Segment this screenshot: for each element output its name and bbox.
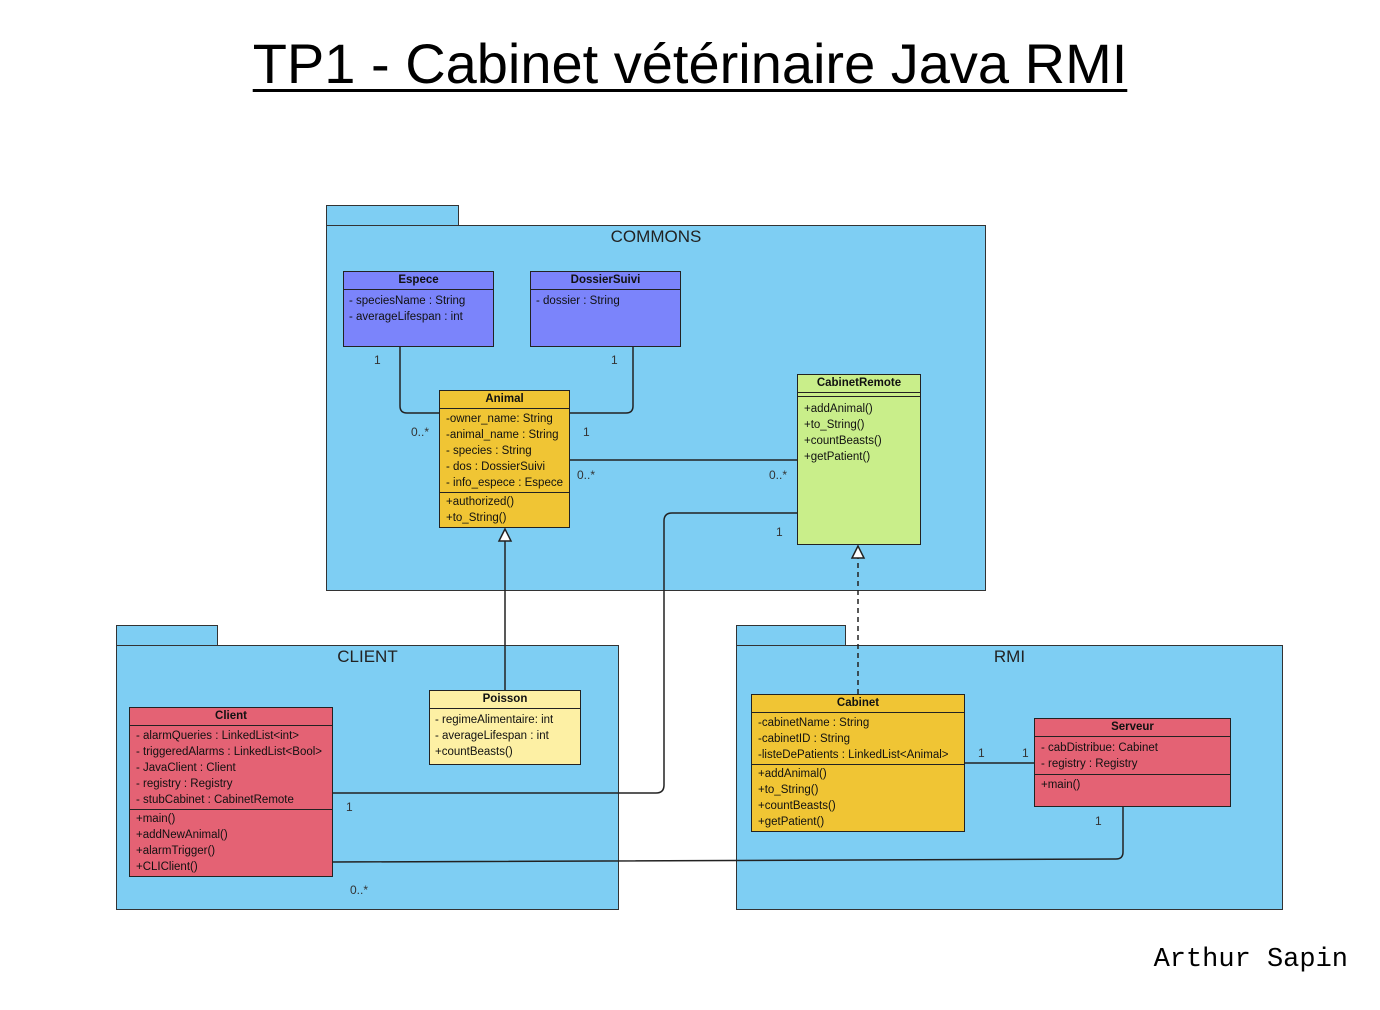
package-name-commons: COMMONS [610,227,702,246]
class-name: CabinetRemote [798,375,920,393]
method: +countBeasts() [758,800,836,812]
assoc-client-serveur [332,807,1124,863]
class-name: DossierSuivi [531,272,680,290]
attribute: - triggeredAlarms : LinkedList<Bool> [136,746,323,758]
class-animal: Animal -owner_name: String -animal_name … [439,390,570,528]
method: +main() [1041,779,1081,791]
attribute: - dossier : String [536,295,620,307]
attribute: - stubCabinet : CabinetRemote [136,794,294,806]
multiplicity: 0..* [769,468,788,482]
assoc-espece-animal [399,346,440,414]
attribute: -cabinetID : String [758,733,851,745]
class-name: Serveur [1035,719,1230,737]
method: +main() [136,813,176,825]
attribute: - alarmQueries : LinkedList<int> [136,730,299,742]
method: +addAnimal() [758,768,827,780]
multiplicity: 1 [374,353,381,367]
attribute: -cabinetName : String [758,717,870,729]
attribute: - speciesName : String [349,295,466,307]
method: +getPatient() [758,816,825,828]
multiplicity: 0..* [577,468,596,482]
attribute: -listeDePatients : LinkedList<Animal> [758,749,949,761]
method: +alarmTrigger() [136,845,216,857]
class-cabinetremote: CabinetRemote +addAnimal() +to_String() … [797,374,921,545]
attribute: - cabDistribue: Cabinet [1041,742,1158,754]
multiplicity: 1 [978,746,985,760]
multiplicity: 0..* [350,883,369,897]
multiplicity: 1 [1022,746,1029,760]
method: +addNewAnimal() [136,829,228,841]
generalization-arrowhead [497,527,513,542]
class-name: Espece [344,272,493,290]
assoc-client-cabinetremote [333,512,797,794]
class-name: Poisson [430,691,580,709]
package-name-client: CLIENT [337,647,398,666]
method: +addAnimal() [804,403,873,415]
attribute: - regimeAlimentaire: int [435,714,554,726]
attribute: - averageLifespan : int [435,730,549,742]
assoc-dossier-animal [569,346,634,414]
class-cabinet: Cabinet -cabinetName : String -cabinetID… [751,694,965,832]
multiplicity: 1 [583,425,590,439]
attribute: -animal_name : String [446,429,559,441]
method: +authorized() [446,496,515,508]
realization-arrowhead [850,544,866,559]
class-poisson: Poisson - regimeAlimentaire: int - avera… [429,690,581,765]
attribute: - registry : Registry [1041,758,1138,770]
class-name: Cabinet [752,695,964,713]
method: +to_String() [446,512,507,524]
package-name-rmi: RMI [993,647,1026,666]
multiplicity: 1 [1095,814,1102,828]
attribute: - registry : Registry [136,778,233,790]
multiplicity: 1 [776,525,783,539]
class-name: Client [130,708,332,726]
diagram-title: TP1 - Cabinet vétérinaire Java RMI [252,32,1128,95]
attribute: -owner_name: String [446,413,553,425]
method: +countBeasts() [804,435,882,447]
class-dossiersuivi: DossierSuivi - dossier : String [530,271,681,347]
class-client: Client - alarmQueries : LinkedList<int> … [129,707,333,877]
method: +CLIClient() [136,861,198,873]
method: +countBeasts() [435,746,513,758]
author-signature: Arthur Sapin [1153,945,1348,975]
multiplicity: 1 [611,353,618,367]
attribute: - dos : DossierSuivi [446,461,546,473]
attribute: - species : String [446,445,532,457]
attribute: - averageLifespan : int [349,311,463,323]
class-espece: Espece - speciesName : String - averageL… [343,271,494,347]
method: +to_String() [804,419,865,431]
class-name: Animal [440,391,569,409]
attribute: - JavaClient : Client [136,762,236,774]
attribute: - info_espece : Espece [446,477,563,489]
multiplicity: 1 [346,800,353,814]
method: +to_String() [758,784,819,796]
class-serveur: Serveur - cabDistribue: Cabinet - regist… [1034,718,1231,807]
method: +getPatient() [804,451,871,463]
multiplicity: 0..* [411,425,430,439]
